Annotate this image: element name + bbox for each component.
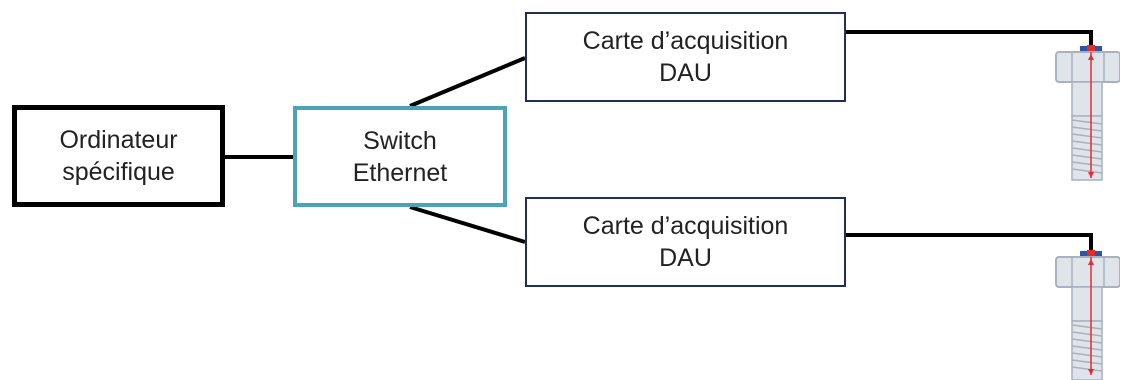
wire-dau2-bolt2 bbox=[846, 233, 1093, 253]
dau-card-node-2: Carte d’acquisition DAU bbox=[525, 197, 846, 287]
switch-node: Switch Ethernet bbox=[293, 106, 507, 207]
wire-dau1-bolt1 bbox=[846, 30, 1093, 48]
dau2-label-line2: DAU bbox=[659, 244, 712, 272]
bolt-sensor-icon bbox=[1055, 45, 1120, 181]
bolt-sensor-icon bbox=[1055, 250, 1120, 380]
computer-label-line1: Ordinateur bbox=[59, 126, 178, 154]
dau2-label-line1: Carte d’acquisition bbox=[582, 212, 789, 240]
dau1-label-line1: Carte d’acquisition bbox=[582, 27, 789, 55]
computer-label-line2: spécifique bbox=[62, 158, 175, 186]
dau-card-node-1: Carte d’acquisition DAU bbox=[525, 12, 846, 102]
switch-label-line2: Ethernet bbox=[352, 158, 448, 187]
switch-label-line1: Switch bbox=[363, 126, 437, 155]
dau1-label-line2: DAU bbox=[659, 59, 712, 87]
computer-node: Ordinateur spécifique bbox=[12, 105, 225, 207]
wire-switch-dau1 bbox=[409, 56, 526, 108]
wire-switch-dau2 bbox=[409, 205, 526, 244]
